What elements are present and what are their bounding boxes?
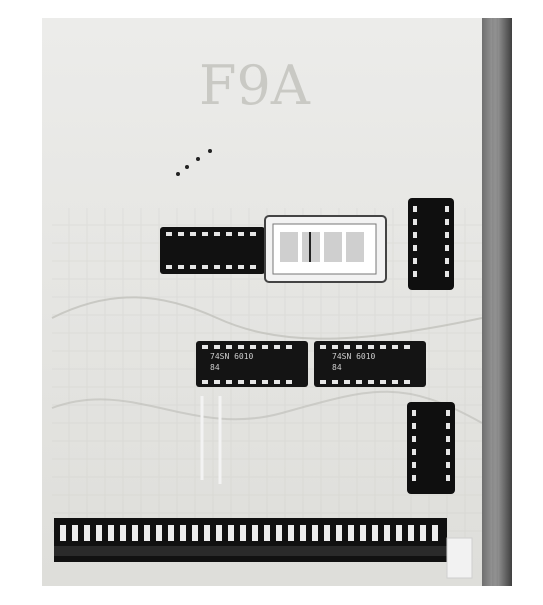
decorative-dots: [176, 149, 212, 176]
handwritten-label: F9A: [199, 54, 311, 117]
photo-svg: F9A: [42, 18, 512, 586]
ic-chip-middle-left: 74SN 6010 84: [196, 341, 308, 387]
ic-chip-right-upper: [408, 198, 454, 290]
display-module: [264, 215, 387, 283]
edge-connector: [54, 518, 447, 562]
right-rail-highlight: [492, 18, 498, 586]
component-leads: [200, 396, 222, 484]
chip-marking-right-line1: 74SN 6010: [332, 352, 376, 361]
chip-marking-left-line2: 84: [210, 363, 220, 372]
right-rail: [482, 18, 512, 586]
ic-chip-right-lower: [407, 402, 455, 494]
trace-curve-2: [51, 390, 483, 424]
ic-chip-middle-right: 74SN 6010 84: [314, 341, 426, 387]
corner-block: [446, 537, 473, 579]
circuit-board-photo: F9A: [42, 18, 512, 586]
trace-curve-1: [51, 296, 483, 340]
ic-chip-top-left: [160, 227, 265, 274]
chip-marking-right-line2: 84: [332, 363, 342, 372]
chip-marking-left-line1: 74SN 6010: [210, 352, 254, 361]
